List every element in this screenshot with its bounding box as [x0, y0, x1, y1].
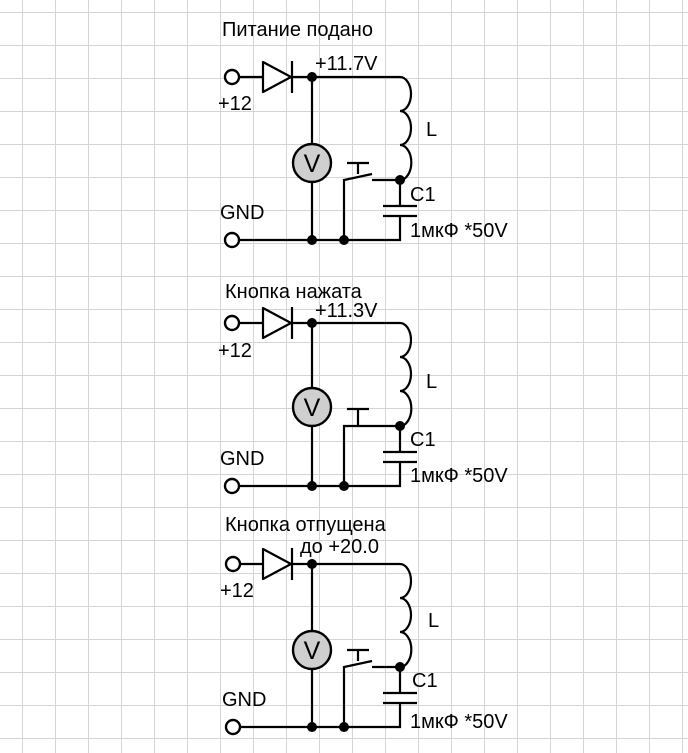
input-terminal [223, 314, 241, 332]
junction-dot [395, 175, 405, 185]
inductor-label: L [426, 371, 437, 393]
inductor-coil [399, 321, 413, 428]
voltmeter-icon [291, 629, 333, 671]
junction-dot [339, 722, 349, 732]
push-button-switch [342, 648, 400, 727]
ground-wire [240, 463, 402, 488]
circuit-1: Питание подано +11.7V +12 GND L C1 1мкФ … [218, 19, 508, 249]
junction-dot [339, 481, 349, 491]
voltage-label: до +20.0 [300, 536, 379, 558]
voltmeter-icon [291, 386, 333, 428]
input-label: +12 [218, 340, 252, 362]
junction-dot [307, 559, 317, 569]
capacitor-label: C1 [410, 184, 436, 206]
ground-terminal [223, 477, 241, 495]
inductor-coil [399, 75, 413, 182]
input-label: +12 [218, 93, 252, 115]
junction-dot [395, 421, 405, 431]
circuit-title: Кнопка нажата [225, 281, 363, 303]
capacitor-value: 1мкФ *50V [410, 220, 508, 242]
ground-label: GND [220, 202, 264, 224]
capacitor-label: C1 [412, 670, 438, 692]
junction-dot [307, 72, 317, 82]
circuit-title: Кнопка отпущена [225, 514, 387, 536]
inductor-label: L [428, 610, 439, 632]
circuit-title: Питание подано [222, 19, 373, 41]
inductor-coil [399, 562, 413, 669]
junction-dot [307, 318, 317, 328]
voltmeter-symbol: V [304, 394, 321, 422]
input-terminal [223, 68, 241, 86]
junction-dot [307, 722, 317, 732]
push-button-switch [342, 161, 400, 240]
ground-wire [240, 704, 402, 729]
push-button-switch [342, 407, 400, 486]
input-terminal [224, 555, 242, 573]
voltage-label: +11.3V [315, 300, 378, 322]
capacitor-label: C1 [410, 429, 436, 451]
circuit-2: Кнопка нажата +11.3V +12 GND L C1 1мкФ *… [218, 281, 508, 495]
voltmeter-symbol: V [304, 637, 321, 665]
ground-terminal [224, 718, 242, 736]
junction-dot [307, 481, 317, 491]
diode-icon [261, 60, 293, 94]
input-label: +12 [220, 580, 254, 602]
ground-label: GND [220, 448, 264, 470]
junction-dot [339, 235, 349, 245]
inductor-label: L [426, 119, 437, 141]
diode-icon [261, 306, 293, 340]
voltmeter-icon [291, 142, 333, 184]
diode-icon [261, 547, 293, 581]
voltage-label: +11.7V [315, 53, 378, 75]
junction-dot [307, 235, 317, 245]
ground-terminal [223, 231, 241, 249]
ground-wire [240, 217, 402, 242]
ground-label: GND [222, 689, 266, 711]
voltmeter-symbol: V [304, 150, 321, 178]
capacitor-value: 1мкФ *50V [410, 465, 508, 487]
junction-dot [395, 662, 405, 672]
capacitor-value: 1мкФ *50V [410, 711, 508, 733]
circuit-3: Кнопка отпущена до +20.0 +12 GND L C1 1м… [220, 514, 508, 736]
